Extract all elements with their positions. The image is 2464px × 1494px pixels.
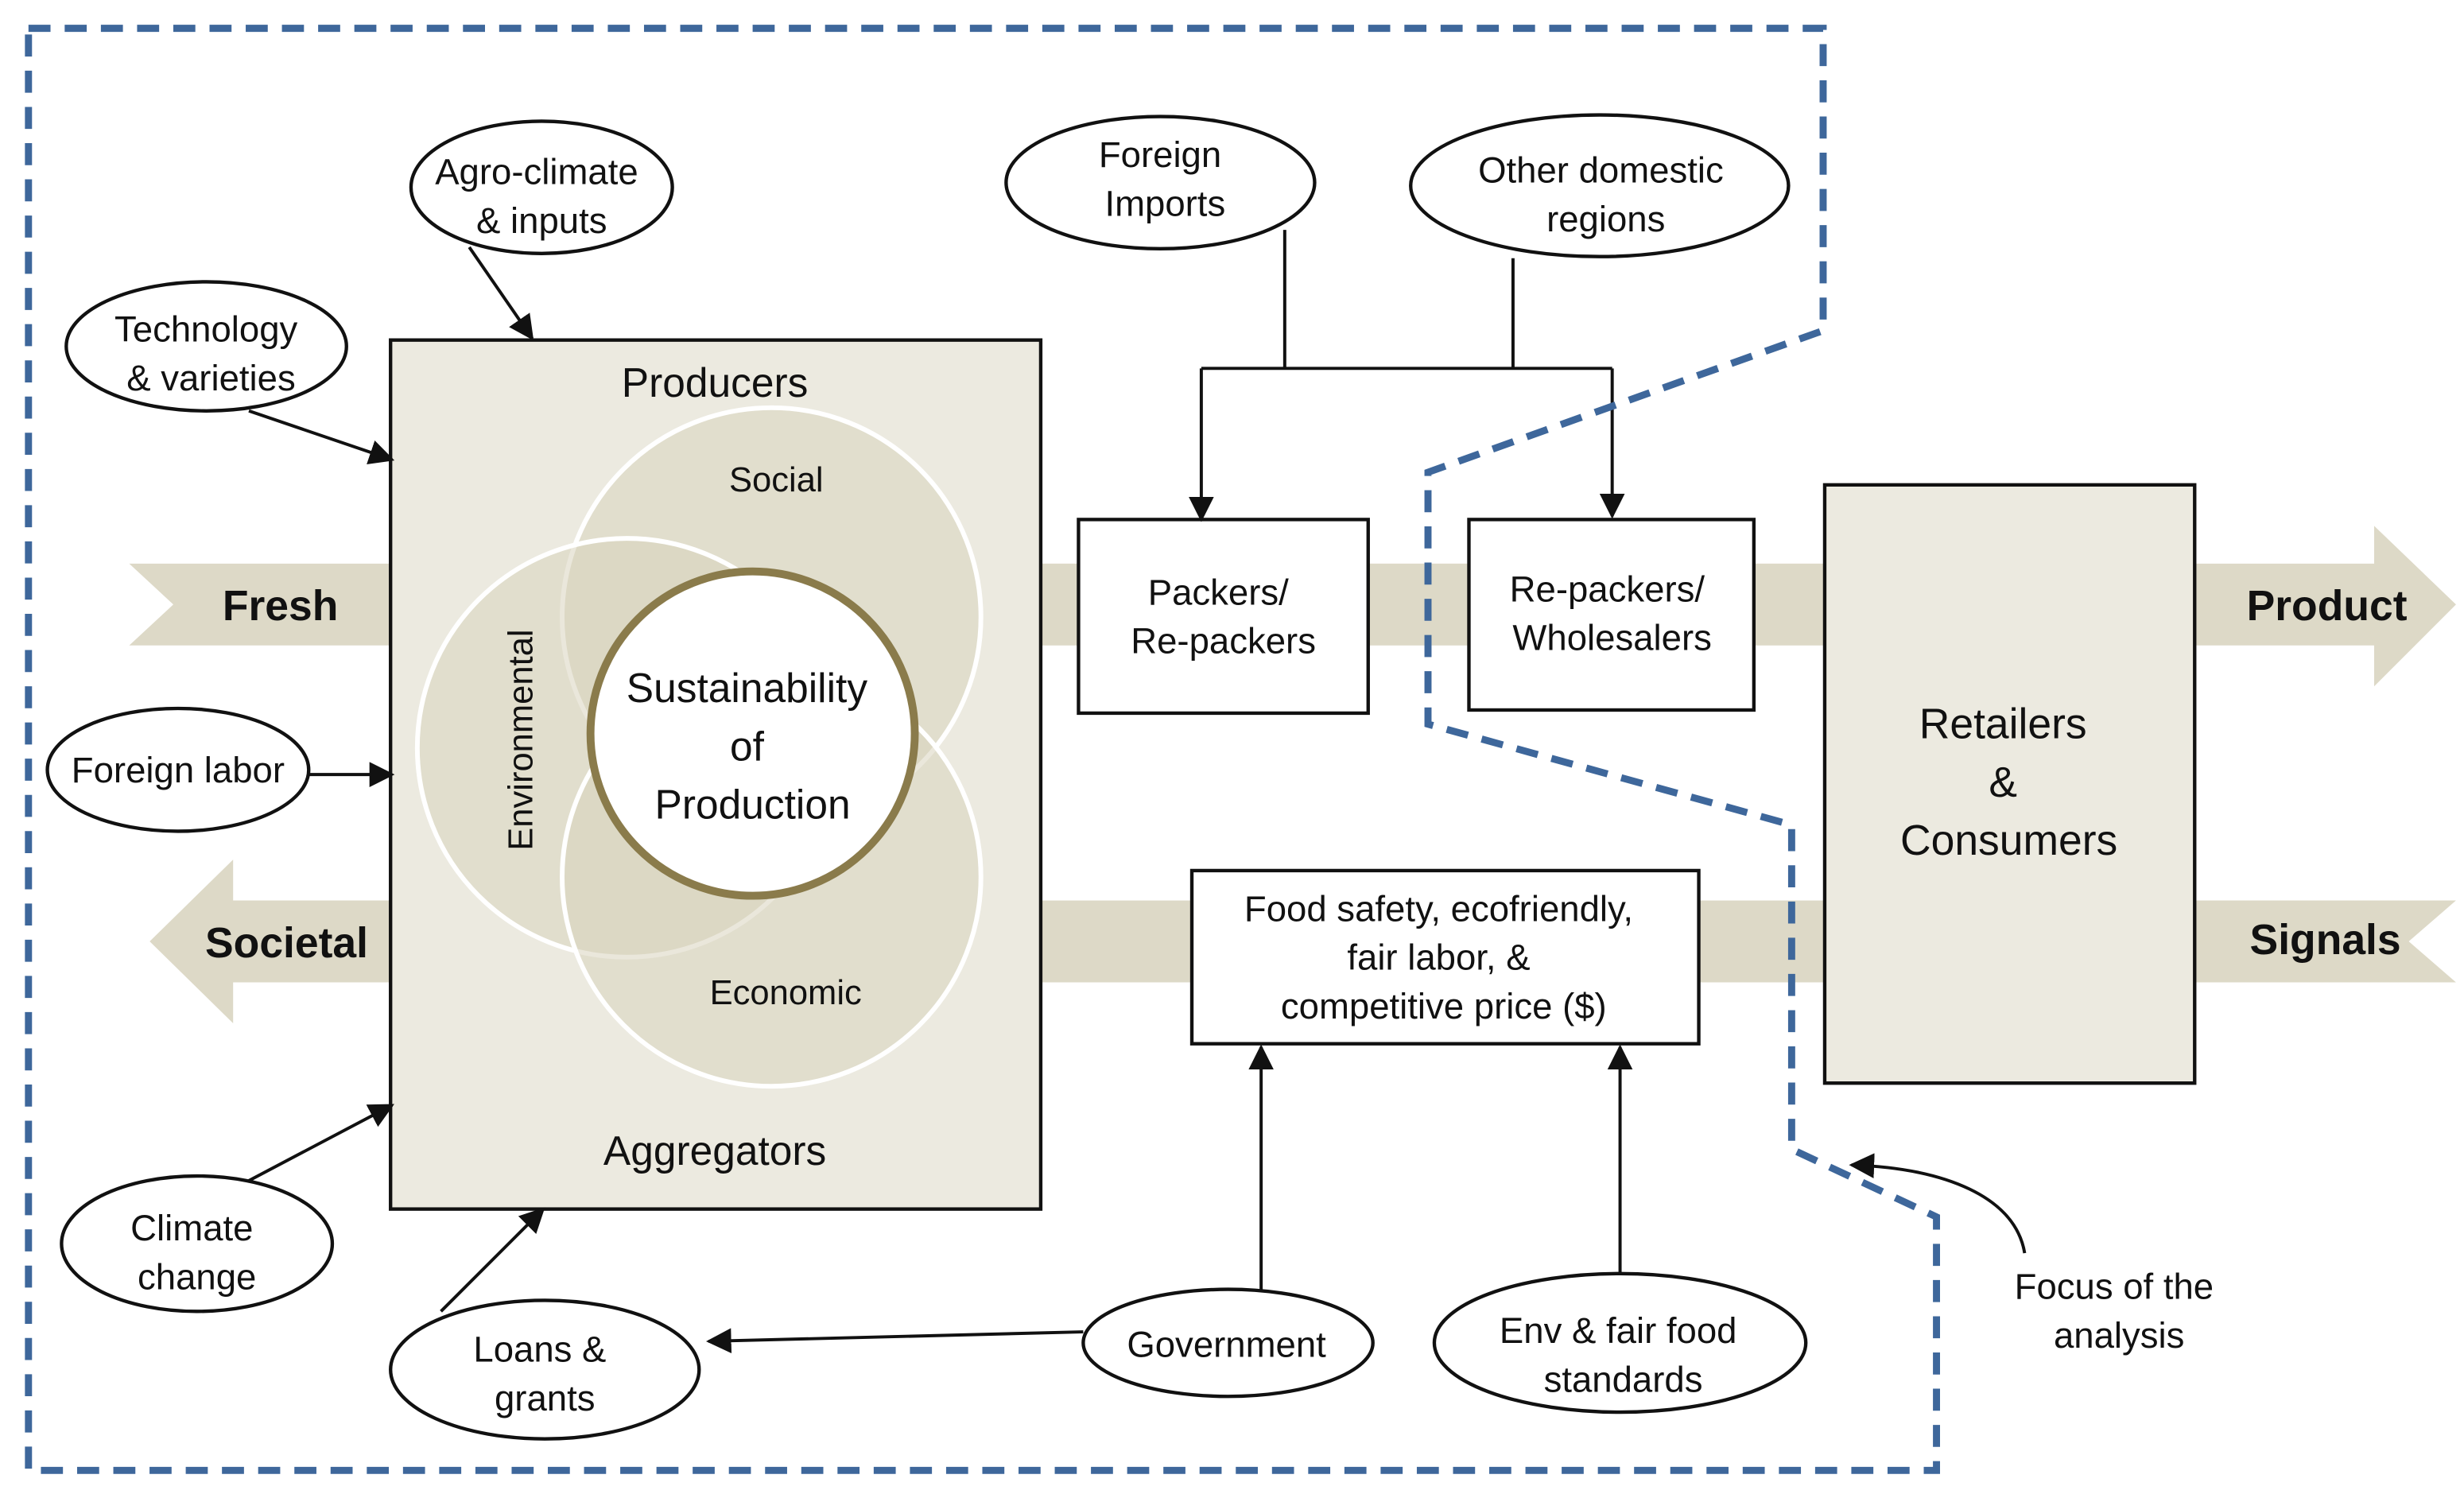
env-standards-label: Env & fair food standards bbox=[1500, 1310, 1747, 1399]
climate-change-label: Climate change bbox=[130, 1208, 263, 1297]
producers-label: Producers bbox=[622, 359, 809, 406]
retailers-box bbox=[1822, 483, 2197, 1085]
loans-arrow bbox=[440, 1207, 545, 1313]
economic-label: Economic bbox=[710, 974, 862, 1012]
loans-label: Loans & grants bbox=[473, 1329, 616, 1418]
government-label: Government bbox=[1127, 1325, 1326, 1365]
climate-change-oval bbox=[60, 1174, 335, 1314]
other-regions-label: Other domestic regions bbox=[1478, 150, 1733, 239]
fresh-label: Fresh bbox=[223, 583, 339, 630]
societal-label: Societal bbox=[205, 920, 368, 967]
foreign-imports-oval bbox=[1004, 114, 1317, 251]
product-label: Product bbox=[2247, 583, 2408, 630]
government-oval bbox=[1081, 1287, 1375, 1399]
focus-label: Focus of the analysis bbox=[2015, 1266, 2224, 1355]
signals-label: Signals bbox=[2250, 917, 2401, 964]
packers-box bbox=[1077, 518, 1370, 716]
sustainability-label: Sustainability of Production bbox=[627, 665, 879, 828]
technology-arrow bbox=[248, 409, 395, 464]
foreign-labor-label: Foreign labor bbox=[72, 750, 285, 790]
sustainability-core bbox=[586, 567, 919, 900]
technology-label: Technology & varieties bbox=[114, 309, 308, 398]
focus-arrow bbox=[1849, 1153, 2027, 1254]
packers-label: Packers/ Re-packers bbox=[1131, 572, 1316, 661]
focus-boundary bbox=[25, 25, 1940, 1474]
social-label: Social bbox=[729, 461, 824, 499]
loans-oval bbox=[389, 1298, 701, 1441]
foreign-imports-label: Foreign Imports bbox=[1099, 134, 1232, 223]
import-connectors bbox=[1189, 230, 1625, 522]
env-standards-oval bbox=[1432, 1271, 1808, 1414]
technology-oval bbox=[64, 280, 348, 413]
sustainability-venn bbox=[414, 405, 984, 1089]
agro-climate-label: Agro-climate & inputs bbox=[435, 152, 648, 241]
retailers-label: Retailers & Consumers bbox=[1900, 701, 2117, 865]
repackers-box bbox=[1467, 518, 1756, 712]
signals-box bbox=[1189, 868, 1701, 1046]
agro-arrow bbox=[468, 246, 534, 341]
foreign-labor-oval bbox=[45, 706, 311, 833]
climate-arrow bbox=[245, 1104, 394, 1184]
agro-climate-oval bbox=[409, 119, 674, 255]
aggregators-label: Aggregators bbox=[603, 1127, 826, 1174]
repackers-label: Re-packers/ Wholesalers bbox=[1510, 568, 1715, 658]
government-to-loans-arrow bbox=[705, 1328, 1084, 1354]
other-regions-oval bbox=[1409, 113, 1791, 258]
signals-box-text: Food safety, ecofriendly, fair labor, & … bbox=[1244, 888, 1643, 1026]
environmental-label: Environmental bbox=[502, 629, 540, 850]
